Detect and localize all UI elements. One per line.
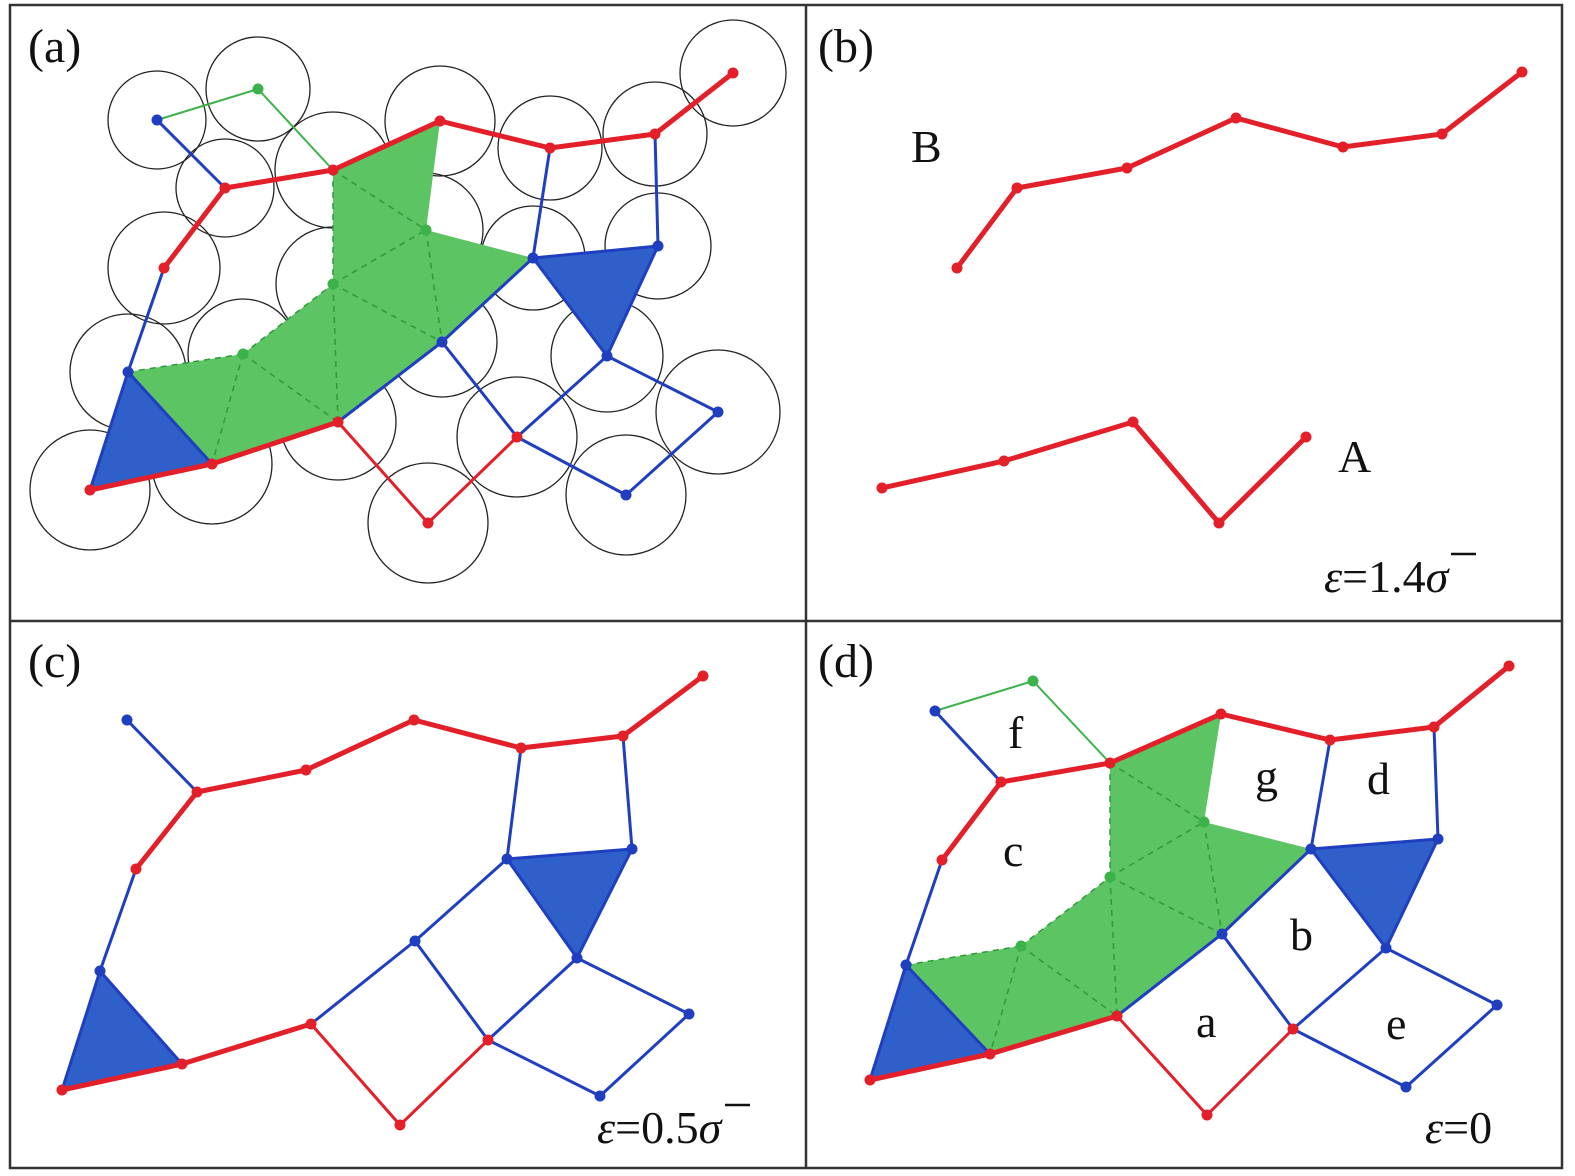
- panel-a-label: (a): [28, 20, 81, 73]
- chain-a: [876, 416, 1312, 529]
- region-label-c: c: [1003, 825, 1023, 876]
- panel-d: (d) f g d c b a e ε=0: [818, 635, 1515, 1153]
- red-nodes: [84, 67, 739, 529]
- epsilon-label: ε=0: [1425, 1102, 1492, 1153]
- epsilon-value: =0: [1443, 1102, 1492, 1153]
- epsilon-value: =0.5: [615, 1102, 698, 1153]
- green-edges: [156, 87, 334, 171]
- epsilon-value: =1.4: [1342, 551, 1425, 602]
- chain-a-label: A: [1338, 431, 1371, 482]
- green-cluster: [128, 121, 533, 464]
- region-label-f: f: [1008, 707, 1024, 758]
- sigma-symbol: σ: [699, 1102, 724, 1153]
- blue-edges: [868, 709, 1499, 1089]
- blue-nodes: [122, 114, 724, 501]
- epsilon-symbol: ε: [597, 1102, 616, 1153]
- chain-b-label: B: [911, 121, 942, 172]
- region-label-b: b: [1290, 909, 1313, 960]
- region-label-a: a: [1196, 996, 1216, 1047]
- panel-a: (a): [28, 19, 787, 584]
- blue-edges: [88, 118, 720, 497]
- figure-frame: [8, 3, 1564, 1170]
- epsilon-label: ε=1.4σ: [1324, 551, 1451, 602]
- region-label-d: d: [1367, 753, 1390, 804]
- epsilon-symbol: ε: [1324, 551, 1343, 602]
- blue-triangle: [1311, 839, 1438, 948]
- blue-nodes: [94, 714, 695, 1102]
- blue-edges: [60, 718, 691, 1098]
- red-nodes: [864, 660, 1515, 1121]
- epsilon-label: ε=0.5σ: [597, 1102, 724, 1153]
- panel-b-label: (b): [818, 20, 874, 73]
- blue-triangle: [90, 372, 212, 490]
- panel-c: (c) ε=0.5σ: [28, 635, 750, 1153]
- sigma-symbol: σ: [1426, 551, 1451, 602]
- region-label-e: e: [1386, 998, 1406, 1049]
- chain-b: [951, 66, 1528, 274]
- blue-triangle: [507, 849, 632, 958]
- green-nodes: [1015, 675, 1210, 952]
- panel-c-label: (c): [28, 635, 81, 688]
- region-label-g: g: [1255, 751, 1278, 802]
- green-dashed-edges: [905, 762, 1223, 1055]
- epsilon-symbol: ε: [1425, 1102, 1444, 1153]
- blue-triangle: [870, 965, 990, 1080]
- red-nodes: [56, 670, 709, 1131]
- green-cluster: [906, 714, 1311, 1054]
- blue-triangle: [533, 246, 658, 356]
- green-dashed-edges: [127, 169, 443, 465]
- panel-d-label: (d): [818, 635, 874, 688]
- green-nodes: [237, 83, 432, 360]
- panel-b: (b) B A ε=1.4σ: [818, 20, 1528, 602]
- blue-nodes: [900, 705, 1503, 1093]
